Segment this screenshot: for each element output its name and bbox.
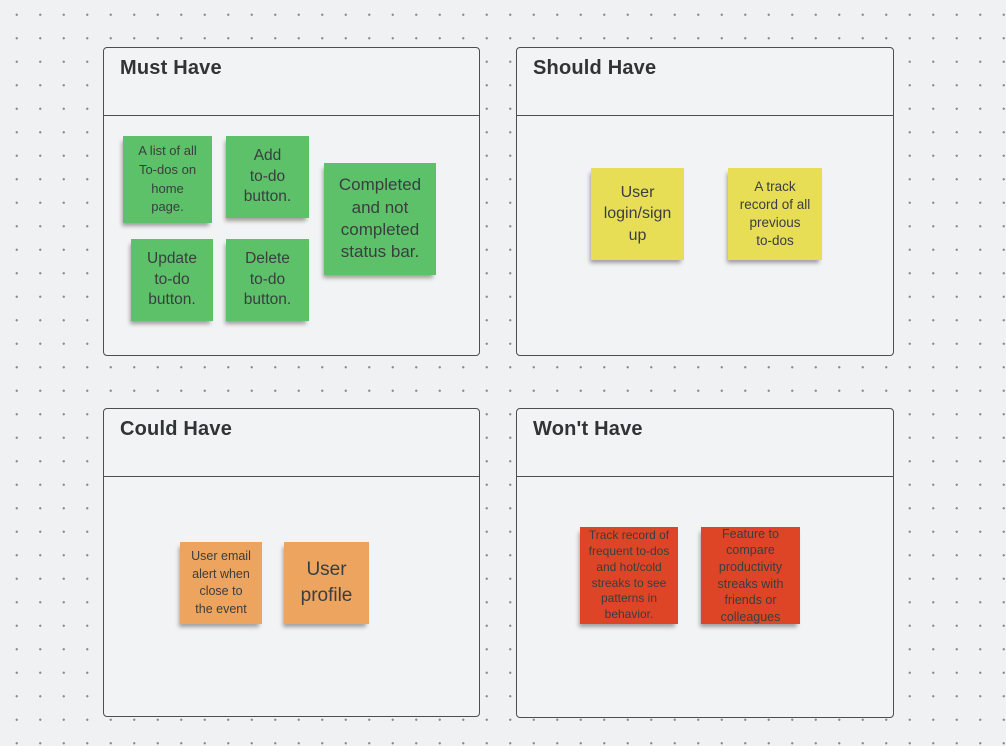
sticky-note-text: Feature to compare productivity streaks … [717, 526, 784, 624]
sticky-note-add-todo-button[interactable]: Add to-do button. [226, 136, 309, 218]
sticky-note-streak-patterns[interactable]: Track record of frequent to-dos and hot/… [580, 527, 678, 624]
sticky-note-text: A list of all To-dos on home page. [138, 142, 197, 215]
quadrant-title-must-have: Must Have [120, 57, 222, 79]
sticky-note-text: Update to-do button. [147, 250, 197, 309]
sticky-note-list-of-todos[interactable]: A list of all To-dos on home page. [123, 136, 212, 223]
quadrant-should-have[interactable]: Should Have User login/sign up A track r… [516, 47, 894, 356]
sticky-note-delete-todo-button[interactable]: Delete to-do button. [226, 239, 309, 321]
sticky-note-text: Delete to-do button. [243, 250, 292, 309]
sticky-note-text: A track record of all previous to-dos [739, 179, 811, 248]
quadrant-title-wont-have: Won't Have [533, 418, 643, 440]
quadrant-title-could-have: Could Have [120, 418, 233, 440]
sticky-note-track-record-previous-todos[interactable]: A track record of all previous to-dos [728, 168, 822, 260]
quadrant-wont-have[interactable]: Won't Have Track record of frequent to-d… [516, 408, 894, 718]
quadrant-title-should-have: Should Have [533, 57, 657, 79]
quadrant-header: Could Have [104, 409, 479, 477]
sticky-note-text: User email alert when close to the event [191, 549, 251, 616]
quadrant-must-have[interactable]: Must Have A list of all To-dos on home p… [103, 47, 480, 356]
sticky-note-text: User profile [300, 559, 353, 606]
sticky-note-update-todo-button[interactable]: Update to-do button. [131, 239, 213, 321]
sticky-note-user-login-signup[interactable]: User login/sign up [591, 168, 684, 260]
sticky-note-text: Add to-do button. [243, 147, 292, 206]
sticky-note-text: Completed and not completed status bar. [338, 175, 422, 262]
sticky-note-user-profile[interactable]: User profile [284, 542, 369, 624]
sticky-note-compare-productivity[interactable]: Feature to compare productivity streaks … [701, 527, 800, 624]
sticky-note-email-alert[interactable]: User email alert when close to the event [180, 542, 262, 624]
quadrant-header: Won't Have [517, 409, 893, 477]
quadrant-header: Must Have [104, 48, 479, 116]
sticky-note-text: User login/sign up [603, 184, 672, 244]
quadrant-could-have[interactable]: Could Have User email alert when close t… [103, 408, 480, 717]
sticky-note-text: Track record of frequent to-dos and hot/… [588, 527, 670, 622]
sticky-note-status-bar[interactable]: Completed and not completed status bar. [324, 163, 436, 275]
quadrant-header: Should Have [517, 48, 893, 116]
